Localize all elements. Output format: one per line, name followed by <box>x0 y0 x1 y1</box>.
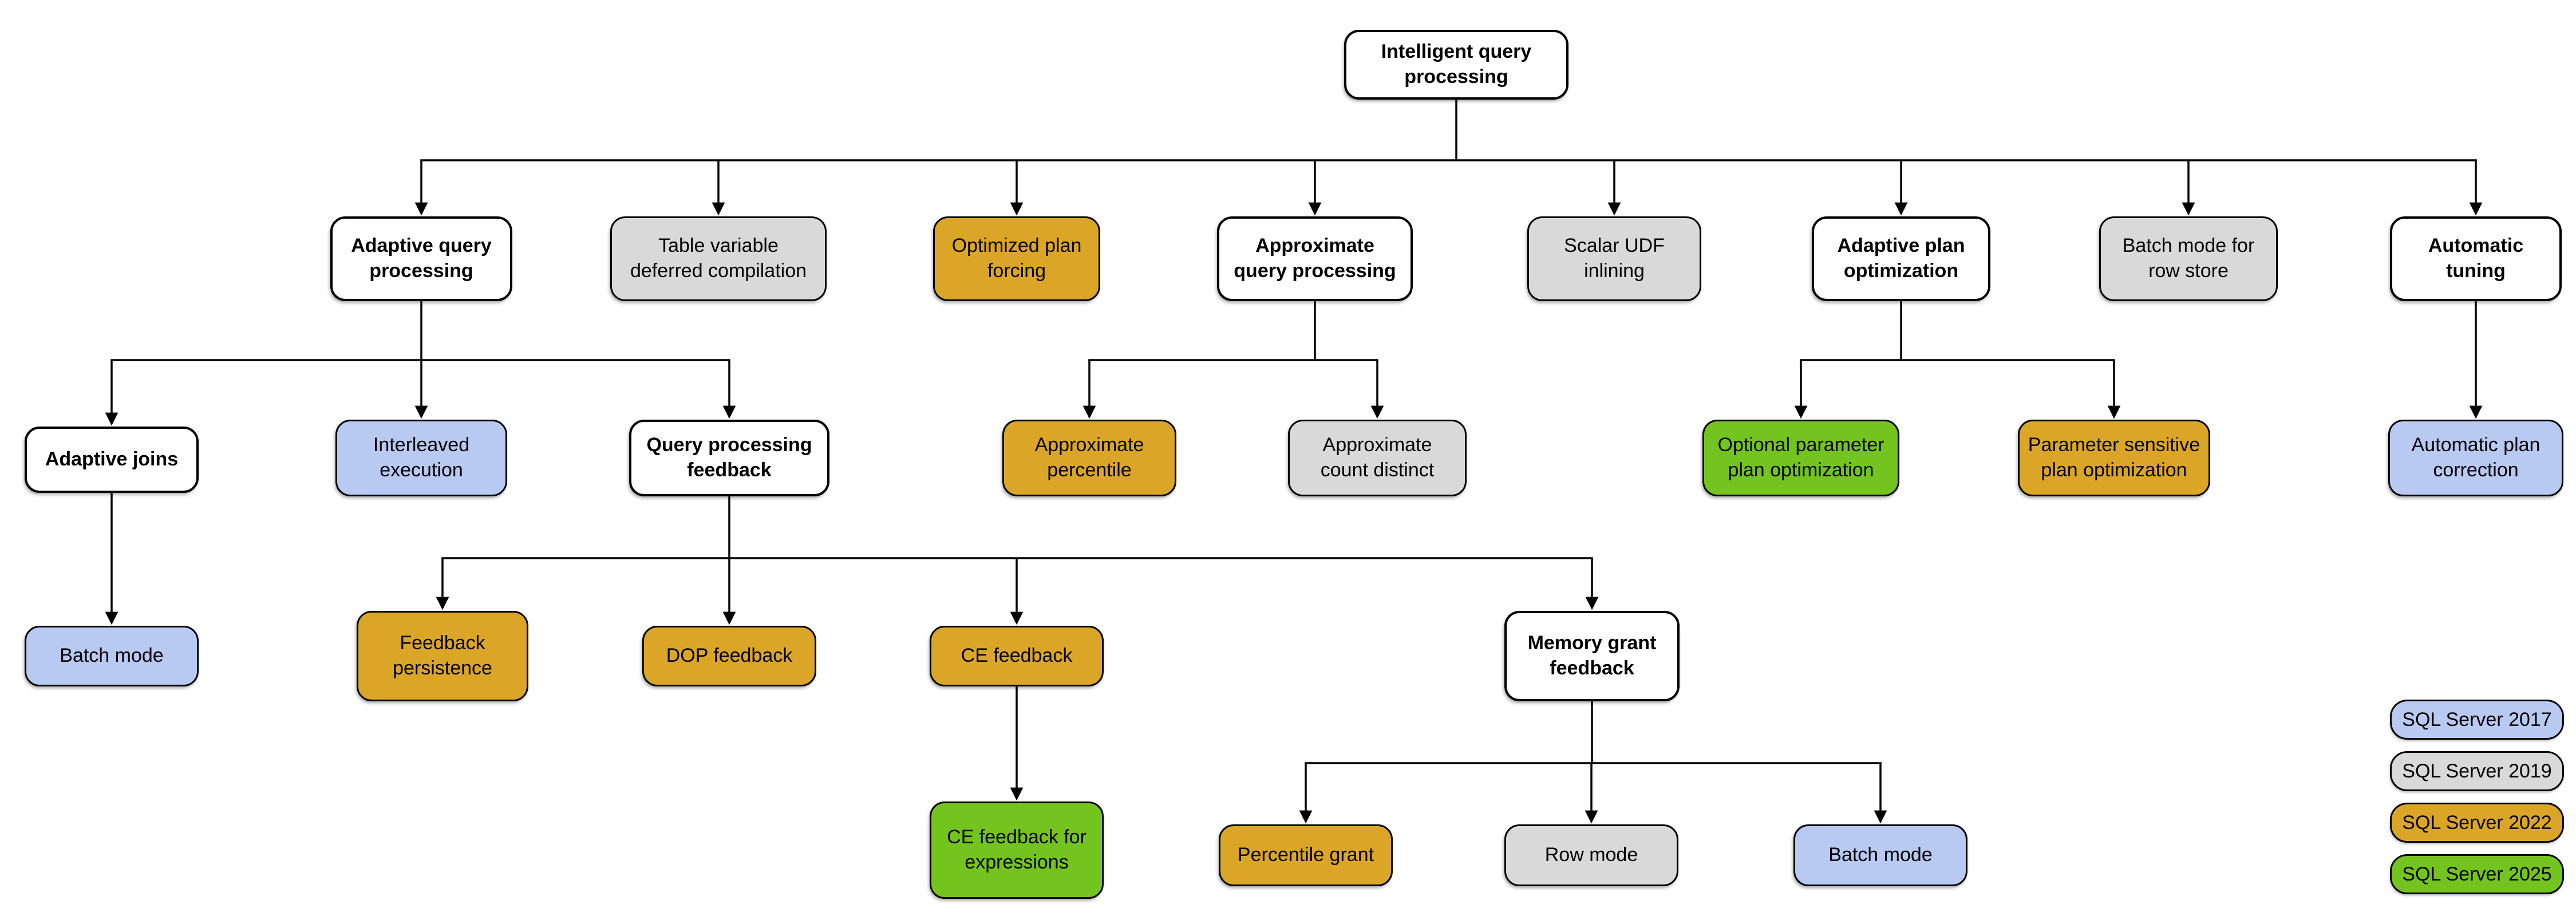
node-dop-feedback: DOP feedback <box>642 626 816 686</box>
node-row-mode: Row mode <box>1504 824 1678 886</box>
node-approximate-count-distinct: Approximate count distinct <box>1288 420 1467 496</box>
node-scalar-udf-inlining: Scalar UDF inlining <box>1527 216 1701 301</box>
legend-item-sql-server-2022: SQL Server 2022 <box>2390 803 2564 843</box>
node-approximate-query-processing: Approximate query processing <box>1217 216 1413 301</box>
node-optional-parameter-plan-optimization: Optional parameter plan optimization <box>1702 420 1899 496</box>
node-batch-mode-adaptive-joins: Batch mode <box>25 626 199 686</box>
node-ce-feedback-for-expressions: CE feedback for expressions <box>930 802 1104 899</box>
node-adaptive-query-processing: Adaptive query processing <box>330 216 512 301</box>
node-percentile-grant: Percentile grant <box>1219 824 1393 886</box>
legend-item-sql-server-2025: SQL Server 2025 <box>2390 854 2564 894</box>
node-optimized-plan-forcing: Optimized plan forcing <box>933 216 1100 301</box>
node-parameter-sensitive-plan-optimization: Parameter sensitive plan optimization <box>2018 420 2210 496</box>
node-adaptive-joins: Adaptive joins <box>25 427 199 493</box>
node-adaptive-plan-optimization: Adaptive plan optimization <box>1812 216 1990 301</box>
node-ce-feedback: CE feedback <box>930 626 1104 686</box>
node-automatic-plan-correction: Automatic plan correction <box>2388 420 2563 496</box>
legend-item-sql-server-2017: SQL Server 2017 <box>2390 700 2564 740</box>
node-table-variable-deferred-compilation: Table variable deferred compilation <box>610 216 827 301</box>
legend-item-sql-server-2019: SQL Server 2019 <box>2390 751 2564 791</box>
node-approximate-percentile: Approximate percentile <box>1002 420 1176 496</box>
node-batch-mode-memory-grant: Batch mode <box>1793 824 1967 886</box>
node-batch-mode-for-row-store: Batch mode for row store <box>2099 216 2278 301</box>
node-interleaved-execution: Interleaved execution <box>335 420 507 496</box>
node-intelligent-query-processing: Intelligent query processing <box>1344 30 1568 100</box>
node-query-processing-feedback: Query processing feedback <box>629 420 829 496</box>
node-automatic-tuning: Automatic tuning <box>2390 216 2562 301</box>
node-feedback-persistence: Feedback persistence <box>357 611 528 701</box>
node-memory-grant-feedback: Memory grant feedback <box>1504 611 1680 701</box>
